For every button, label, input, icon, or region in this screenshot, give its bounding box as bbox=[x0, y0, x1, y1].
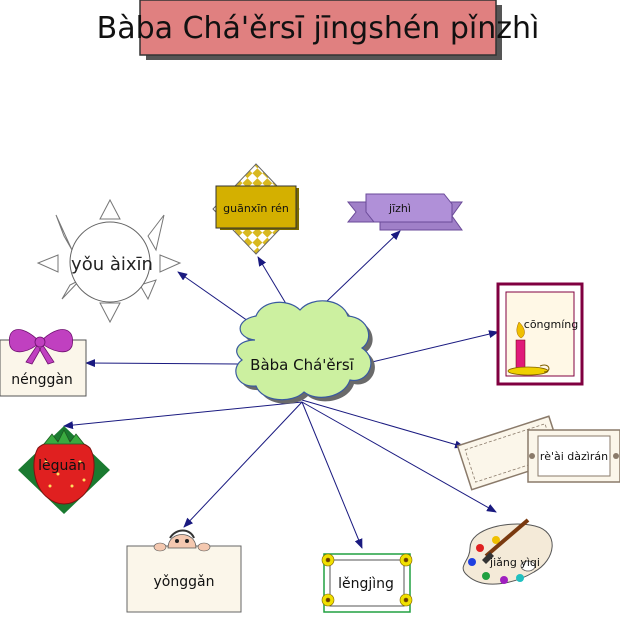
node-optimistic: lèguān bbox=[18, 426, 110, 514]
brush-icon bbox=[482, 518, 530, 564]
arrow-to-smart bbox=[371, 330, 499, 363]
arrow-to-brave bbox=[183, 401, 303, 528]
label-capable: nénggàn bbox=[11, 372, 73, 388]
label-calm: lěngjìng bbox=[338, 576, 394, 592]
arrow-to-optimistic bbox=[63, 401, 303, 430]
peeking-face-icon bbox=[153, 529, 211, 552]
arrow-to-capable bbox=[85, 359, 239, 368]
arrow-to-calm bbox=[301, 401, 363, 549]
connector-arrows bbox=[63, 230, 499, 549]
label-nature: rè'ài dàzìrán bbox=[540, 450, 608, 463]
sun-ray-icon bbox=[99, 198, 121, 220]
node-smart: cōngmíng bbox=[496, 282, 584, 386]
candle-icon bbox=[507, 321, 550, 376]
flower-icon bbox=[321, 553, 413, 607]
arrow-to-nature bbox=[301, 399, 465, 449]
center-node: Bàba Chá'ěrsī bbox=[235, 300, 375, 404]
node-caring: guānxīn rén bbox=[212, 163, 300, 255]
strawberry-icon bbox=[33, 429, 95, 505]
label-clever: jīzhì bbox=[388, 202, 411, 215]
node-brave: yǒnggǎn bbox=[126, 529, 242, 613]
node-loving: yǒu àixīn bbox=[36, 198, 182, 324]
label-caring: guānxīn rén bbox=[223, 202, 289, 215]
page-title: Bàba Chá'ěrsī jīngshén pǐnzhì bbox=[97, 11, 540, 46]
label-smart: cōngmíng bbox=[524, 318, 578, 331]
arrow-to-loyal bbox=[301, 401, 497, 513]
center-label: Bàba Chá'ěrsī bbox=[250, 356, 354, 374]
label-brave: yǒnggǎn bbox=[154, 574, 215, 590]
node-clever: jīzhì bbox=[346, 193, 463, 231]
bow-icon bbox=[8, 329, 73, 365]
label-optimistic: lèguān bbox=[38, 458, 86, 474]
node-loyal: jiǎng yìqi bbox=[462, 518, 553, 585]
node-nature: rè'ài dàzìrán bbox=[456, 415, 620, 491]
label-loving: yǒu àixīn bbox=[71, 254, 153, 275]
title-box: Bàba Chá'ěrsī jīngshén pǐnzhì bbox=[97, 0, 540, 60]
label-loyal: jiǎng yìqi bbox=[489, 556, 540, 569]
node-capable: nénggàn bbox=[0, 329, 87, 397]
node-calm: lěngjìng bbox=[321, 553, 413, 613]
